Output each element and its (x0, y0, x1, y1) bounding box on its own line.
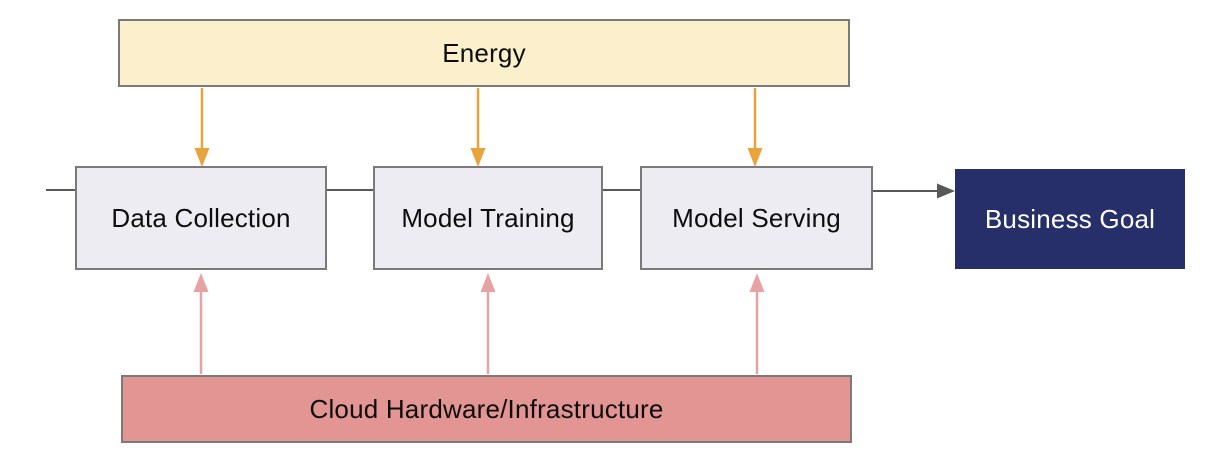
node-energy: Energy (118, 19, 850, 87)
node-model-training-label: Model Training (401, 202, 575, 233)
node-data-collection-label: Data Collection (111, 202, 291, 233)
node-model-training: Model Training (373, 166, 603, 270)
energy-arrow-serving-head (747, 148, 763, 167)
flow-arrow-serving-goal-head (937, 183, 955, 199)
node-cloud-infrastructure-label: Cloud Hardware/Infrastructure (309, 393, 664, 424)
infra-arrow-collection-head (193, 273, 209, 292)
energy-arrow-training-head (470, 148, 486, 167)
energy-arrow-collection-head (194, 148, 210, 167)
node-business-goal: Business Goal (955, 169, 1185, 269)
node-business-goal-label: Business Goal (984, 203, 1156, 234)
node-model-serving-label: Model Serving (672, 202, 841, 233)
node-cloud-infrastructure: Cloud Hardware/Infrastructure (121, 375, 852, 443)
infra-arrow-serving-head (749, 273, 765, 292)
node-energy-label: Energy (442, 37, 526, 68)
node-model-serving: Model Serving (640, 166, 873, 270)
infra-arrow-training-head (480, 273, 496, 292)
node-data-collection: Data Collection (75, 166, 327, 270)
